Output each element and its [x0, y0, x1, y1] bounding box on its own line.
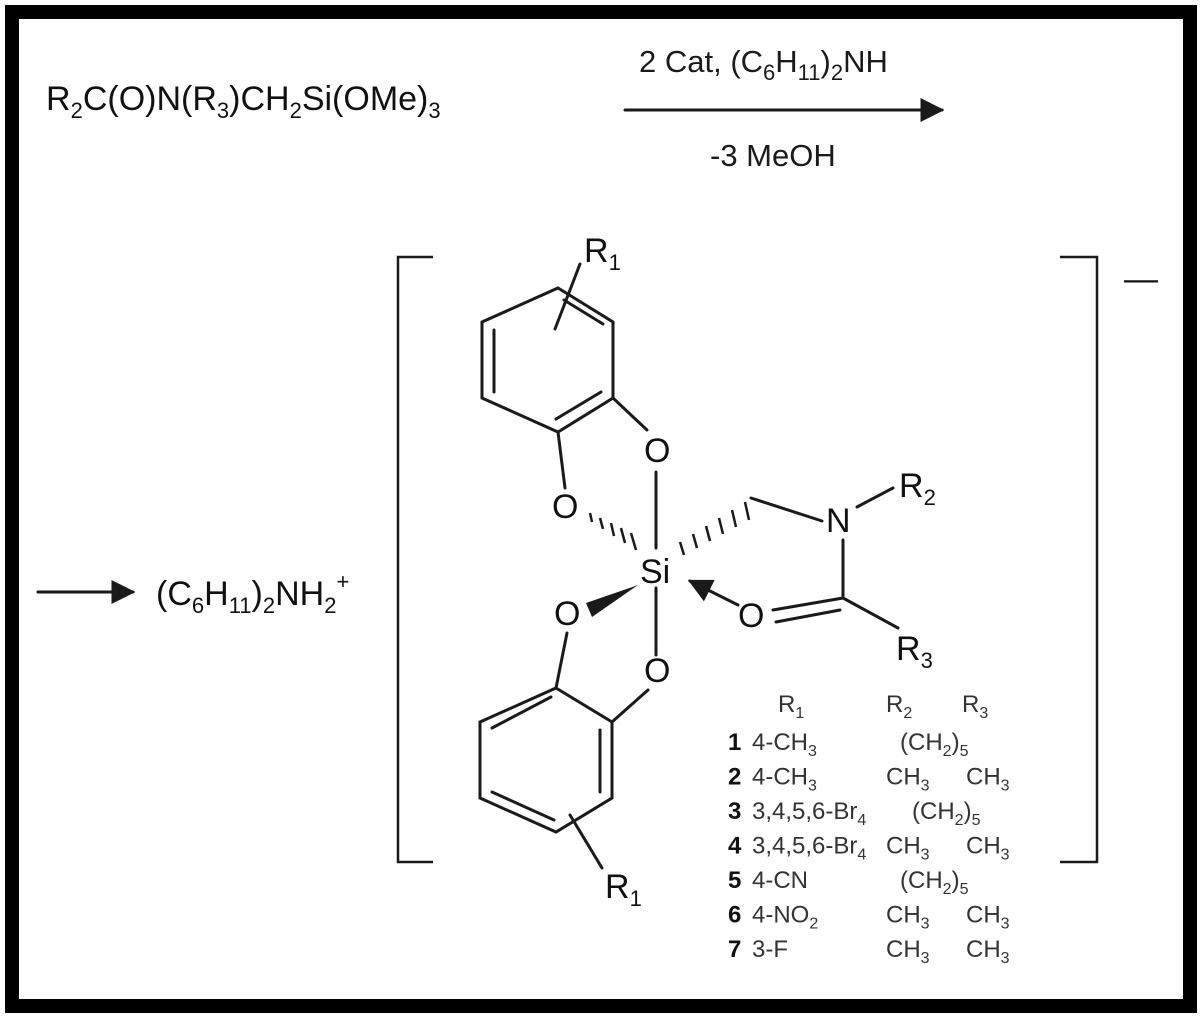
table-row-number: 3	[728, 798, 741, 825]
reactant-formula: R2C(O)N(R3)CH2Si(OMe)3	[46, 80, 441, 123]
carbonyl-oxygen: O	[738, 597, 764, 635]
table-cell-r1: 4-NO2	[752, 902, 818, 933]
table-cell-r1: 3,4,5,6-Br4	[752, 833, 866, 864]
table-cell-r1: 3,4,5,6-Br4	[752, 798, 866, 829]
wedge-bond-si-o	[586, 585, 638, 617]
table-header-r3: R3	[962, 691, 988, 722]
table-cell-r2: (CH2)5	[912, 798, 981, 829]
table-cell-r2: (CH2)5	[900, 729, 969, 760]
table-cell-r1: 3-F	[752, 936, 788, 963]
table-cell-r3: CH3	[966, 833, 1010, 864]
table-row-number: 2	[728, 764, 741, 791]
table-cell-r2: CH3	[886, 902, 930, 933]
carbonyl-double-bond-a	[771, 596, 845, 612]
lower-ring-o-left: O	[554, 595, 580, 633]
hashed-bond-o-si	[588, 512, 638, 551]
upper-catechol-ring	[480, 262, 649, 490]
table-row-number: 1	[728, 729, 741, 756]
reagents-above-arrow: 2 Cat, (C6H11)2NH	[639, 44, 888, 85]
silicon-atom: Si	[640, 553, 670, 591]
table-cell-r1: 4-CH3	[752, 729, 817, 760]
left-bracket	[396, 255, 433, 864]
cation-formula: (C6H11)2NH2+	[156, 569, 349, 618]
reagents-below-arrow: -3 MeOH	[710, 138, 836, 173]
bond-ch2-n	[749, 496, 824, 523]
table-header-r2: R2	[886, 691, 912, 722]
carbonyl-substituent-r3: R3	[896, 630, 933, 673]
table-row-number: 7	[728, 936, 741, 963]
table-cell-r1: 4-CN	[752, 867, 808, 894]
table-cell-r2: CH3	[886, 764, 930, 795]
hashed-bond-si-ch2	[678, 501, 751, 556]
table-cell-r2: (CH2)5	[900, 867, 969, 898]
table-cell-r1: 4-CH3	[752, 764, 817, 795]
table-cell-r2: CH3	[886, 936, 930, 967]
lower-catechol-ring	[478, 631, 650, 870]
lower-ring-r1: R1	[605, 868, 642, 911]
n-substituent-r2: R2	[899, 467, 936, 510]
table-cell-r3: CH3	[966, 936, 1010, 967]
table-cell-r3: CH3	[966, 902, 1010, 933]
lower-ring-o-right: O	[644, 652, 670, 690]
upper-ring-r1: R1	[584, 232, 621, 275]
image-border	[5, 5, 1197, 1013]
table-header-r1: R1	[778, 691, 804, 722]
table-row-number: 4	[728, 833, 742, 860]
anion-charge: —	[1124, 260, 1158, 298]
table-cell-r2: CH3	[886, 833, 930, 864]
table-cell-r3: CH3	[966, 764, 1010, 795]
dative-bond-arrow	[687, 579, 740, 607]
nitrogen-atom: N	[826, 502, 851, 540]
bond-n-r2	[855, 486, 895, 509]
upper-ring-o-right: O	[644, 432, 670, 470]
table-row-number: 6	[728, 902, 741, 929]
table-row-number: 5	[728, 867, 741, 894]
bond-c-r3	[841, 596, 900, 630]
carbonyl-double-bond-b	[774, 608, 842, 624]
upper-ring-o-left: O	[552, 488, 578, 526]
right-bracket	[1060, 255, 1099, 864]
